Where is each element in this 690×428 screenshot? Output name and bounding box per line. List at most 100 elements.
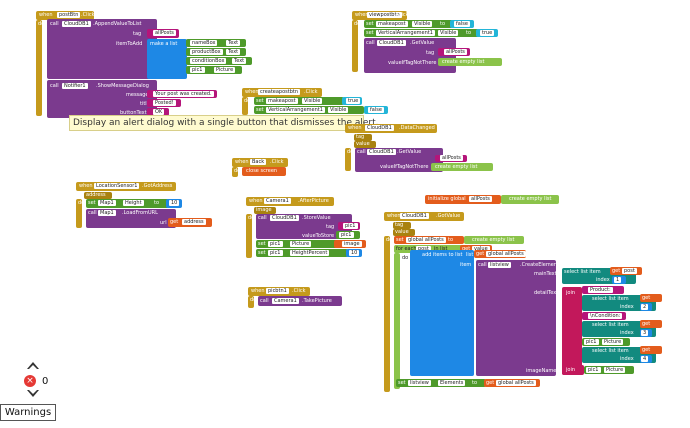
pic1-dropdown[interactable]: pic1	[268, 241, 283, 247]
pic1-dropdown[interactable]: pic1	[584, 339, 599, 345]
index-value[interactable]: 3	[641, 330, 649, 336]
pic1-dropdown[interactable]: pic1	[586, 367, 601, 373]
tag-value[interactable]: allPosts	[440, 155, 463, 161]
warnings-down-arrow-inner	[29, 390, 37, 394]
block-clouddb-gotvalue[interactable]: when CloudDB1 .GotValue tag value do set…	[384, 212, 662, 392]
warning-count: 0	[42, 376, 49, 387]
call-label: call	[366, 40, 375, 46]
block-location-gotaddress[interactable]: when LocationSensor1 .GotAddress address…	[76, 182, 212, 229]
prop-picture[interactable]: Picture	[214, 67, 236, 73]
heightpercent-dropdown[interactable]: HeightPercent	[290, 250, 330, 256]
component-dropdown[interactable]: picbtn1	[266, 288, 289, 294]
height-dropdown[interactable]: Height	[123, 200, 144, 206]
address-get[interactable]: address	[182, 219, 206, 225]
index-value[interactable]: 4	[641, 356, 649, 362]
global-dropdown[interactable]: global allPosts	[406, 237, 446, 243]
listview-dropdown[interactable]: listview	[408, 380, 431, 386]
listview-dropdown[interactable]: listview	[488, 262, 511, 268]
tag-label: tag	[426, 50, 435, 56]
item-conditionbox[interactable]: conditionBox	[190, 58, 227, 64]
component-dropdown[interactable]: Camera1	[264, 198, 291, 204]
inlist-label: in list	[434, 246, 448, 252]
false-value[interactable]: false	[454, 21, 470, 27]
index-value[interactable]: 2	[641, 304, 649, 310]
component-dropdown[interactable]: CloudDB1	[365, 125, 394, 131]
map1-dropdown[interactable]: Map1	[98, 200, 116, 206]
value-param: value	[356, 141, 370, 147]
post-get[interactable]: post	[622, 268, 637, 274]
tag-value[interactable]: allPosts	[444, 49, 467, 55]
clouddb-dropdown[interactable]: CloudDB1	[367, 149, 396, 155]
pic1-dropdown[interactable]: pic1	[339, 232, 354, 238]
picture-dropdown[interactable]: Picture	[602, 339, 624, 345]
event-label: .Click	[81, 12, 95, 18]
tag-value[interactable]: allPosts	[153, 30, 176, 36]
false-value[interactable]: false	[368, 107, 384, 113]
height-value[interactable]: 10	[169, 200, 180, 206]
heightpercent-value[interactable]: 10	[349, 250, 360, 256]
elements-dropdown[interactable]: Elements	[438, 380, 466, 386]
clouddb-dropdown[interactable]: CloudDB1	[62, 21, 91, 27]
pic1-dropdown[interactable]: pic1	[268, 250, 283, 256]
vertarr-dropdown[interactable]: VerticalArrangement1	[266, 107, 325, 113]
condition-text[interactable]: \nCondition:	[588, 313, 623, 319]
item-namebox[interactable]: nameBox	[190, 40, 218, 46]
block-clouddb-datachanged[interactable]: when CloudDB1 .DataChanged tag value do …	[345, 124, 495, 172]
index-value[interactable]: 1	[614, 277, 622, 283]
notifier-dropdown[interactable]: Notifier1	[62, 83, 88, 89]
get-label: get	[476, 251, 485, 257]
camera-dropdown[interactable]: Camera1	[272, 298, 299, 304]
component-dropdown[interactable]: LocationSensor1	[94, 183, 140, 189]
item-productbox[interactable]: productBox	[190, 49, 223, 55]
visible-dropdown[interactable]: Visible	[302, 98, 323, 104]
button-value[interactable]: OK	[153, 109, 165, 115]
prop-text[interactable]: Text	[226, 40, 241, 46]
message-value[interactable]: Your post was created.	[153, 91, 214, 97]
makealist-label: make a list	[150, 41, 178, 47]
visible-dropdown[interactable]: Visible	[438, 30, 459, 36]
block-postbtn-click[interactable]: when postBtn .Click do call CloudDB1 .Ap…	[36, 11, 252, 118]
component-dropdown[interactable]: viewpostbtn	[367, 12, 402, 18]
global-name[interactable]: allPosts	[469, 196, 492, 202]
block-camera-afterpicture[interactable]: when Camera1 .AfterPicture image do call…	[246, 197, 370, 259]
image-get[interactable]: image	[342, 241, 362, 247]
component-dropdown[interactable]: postBtn	[57, 12, 81, 18]
call-label: call	[88, 210, 97, 216]
picture-dropdown[interactable]: Picture	[604, 367, 626, 373]
vertarr-dropdown[interactable]: VerticalArrangement1	[376, 30, 435, 36]
true-value[interactable]: true	[346, 98, 361, 104]
global-get[interactable]: global allPosts	[486, 251, 526, 257]
block-init-global[interactable]: initialize global allPosts create empty …	[425, 195, 559, 205]
visible-dropdown[interactable]: Visible	[412, 21, 433, 27]
product-text[interactable]: Product:	[588, 287, 613, 293]
makeapost-dropdown[interactable]: makeapost	[266, 98, 298, 104]
true-value[interactable]: true	[480, 30, 495, 36]
map1-dropdown[interactable]: Map1	[98, 210, 116, 216]
component-dropdown[interactable]: createapostbtn	[258, 89, 301, 95]
global-get[interactable]: global allPosts	[496, 380, 536, 386]
component-dropdown[interactable]: CloudDB1	[400, 213, 429, 219]
prop-text[interactable]: Text	[226, 49, 241, 55]
tag-value[interactable]: pic1	[343, 223, 358, 229]
title-value[interactable]: Posted!	[153, 100, 176, 106]
tag-label: tag	[133, 31, 142, 37]
block-viewpostbtn-click[interactable]: when viewpostbtn .Click do set makeapost…	[352, 11, 512, 73]
event-label: .GotValue	[436, 213, 461, 219]
block-picbtn1-click[interactable]: when picbtn1 .Click do call Camera1 .Tak…	[248, 287, 348, 309]
clouddb-dropdown[interactable]: CloudDB1	[377, 40, 406, 46]
block-createapostbtn-click[interactable]: when createapostbtn .Click do set makeap…	[242, 88, 392, 116]
clouddb-dropdown[interactable]: CloudDB1	[270, 215, 299, 221]
item-pic1[interactable]: pic1	[190, 67, 205, 73]
post-var[interactable]: post	[416, 246, 431, 252]
value-get[interactable]: value	[472, 246, 490, 252]
warnings-button[interactable]: Warnings	[0, 404, 56, 421]
picture-dropdown[interactable]: Picture	[290, 241, 312, 247]
imagename-label: imageName	[526, 368, 557, 374]
prop-text[interactable]: Text	[232, 58, 247, 64]
tag-param: tag	[356, 134, 365, 140]
component-dropdown[interactable]: Back	[250, 159, 267, 165]
valueiftag-label: valueIfTagNotThere	[388, 60, 437, 66]
block-back-click[interactable]: when Back .Click do close screen	[232, 158, 302, 178]
visible-dropdown[interactable]: Visible	[328, 107, 349, 113]
makeapost-dropdown[interactable]: makeapost	[376, 21, 408, 27]
